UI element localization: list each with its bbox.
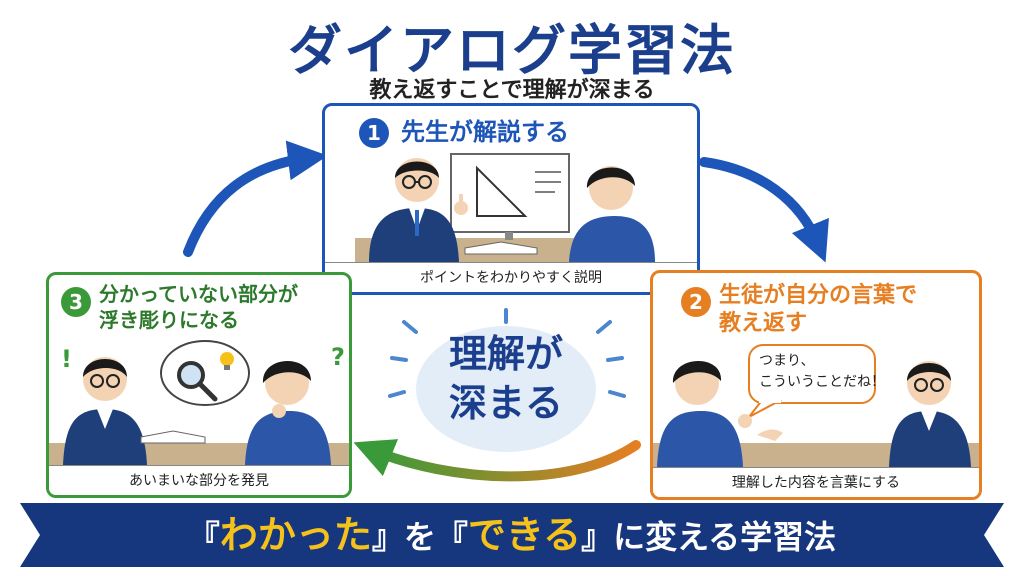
center-label: 理解が 深まる [416, 330, 596, 429]
bottom-banner-text: 『わかった』を『できる』に変える学習法 [20, 503, 1004, 567]
sparkle-lines [388, 308, 626, 398]
step-number-2: 2 [681, 287, 711, 317]
banner-close1: 』 [371, 518, 404, 556]
bottom-banner-shape [20, 503, 1004, 567]
center-line1: 理解が [448, 332, 563, 376]
exclamation-mark: ! [61, 345, 72, 373]
discovery-illustration [49, 340, 349, 465]
teacher-explaining-illustration [355, 153, 655, 262]
step-card-1: 1 先生が解説する ポイントをわかりやすく説明 [322, 103, 700, 295]
step-caption-2: 理解した内容を言葉にする [653, 467, 979, 497]
banner-tail: に変える学習法 [613, 518, 837, 556]
question-mark: ? [331, 343, 345, 371]
arrow-step2-to-step3 [353, 439, 641, 482]
center-line2: 深まる [448, 381, 563, 426]
banner-open1: 『 [187, 518, 220, 556]
speech-bubble-line2: こういうことだね！ [759, 374, 885, 390]
step-title-2-line1: 生徒が自分の言葉で [719, 283, 918, 308]
main-title: ダイアログ学習法 [288, 19, 736, 82]
step-caption-3: あいまいな部分を発見 [49, 465, 349, 495]
banner-open2: 『 [435, 518, 468, 556]
step-card-2: 2 生徒が自分の言葉で 教え返す つまり、 こういうことだね！ 理解した内容を言… [650, 270, 982, 500]
student-teaching-back-illustration [653, 344, 979, 467]
step-title-3-line1: 分かっていない部分が [99, 282, 298, 306]
step-number-1: 1 [359, 118, 389, 148]
step-card-3: 3 分かっていない部分が 浮き彫りになる ! ? あいまいな部分を発見 [46, 272, 352, 498]
center-circle [416, 326, 596, 452]
subtitle: 教え返すことで理解が深まる [369, 78, 655, 103]
speech-bubble-line1: つまり、 [759, 353, 815, 369]
arrow-step1-to-step2 [699, 157, 829, 263]
step-caption-1: ポイントをわかりやすく説明 [325, 262, 697, 292]
arrow-step3-to-step1 [183, 140, 328, 257]
banner-close2: 』 [581, 518, 614, 556]
banner-word2: できる [467, 513, 582, 557]
step-title-3-line2: 浮き彫りになる [99, 308, 239, 332]
step-title-1: 先生が解説する [401, 118, 569, 146]
banner-mid: を [403, 518, 436, 556]
step-title-2-line2: 教え返す [719, 311, 808, 336]
step-number-3: 3 [61, 287, 91, 317]
banner-word1: わかった [219, 513, 372, 557]
